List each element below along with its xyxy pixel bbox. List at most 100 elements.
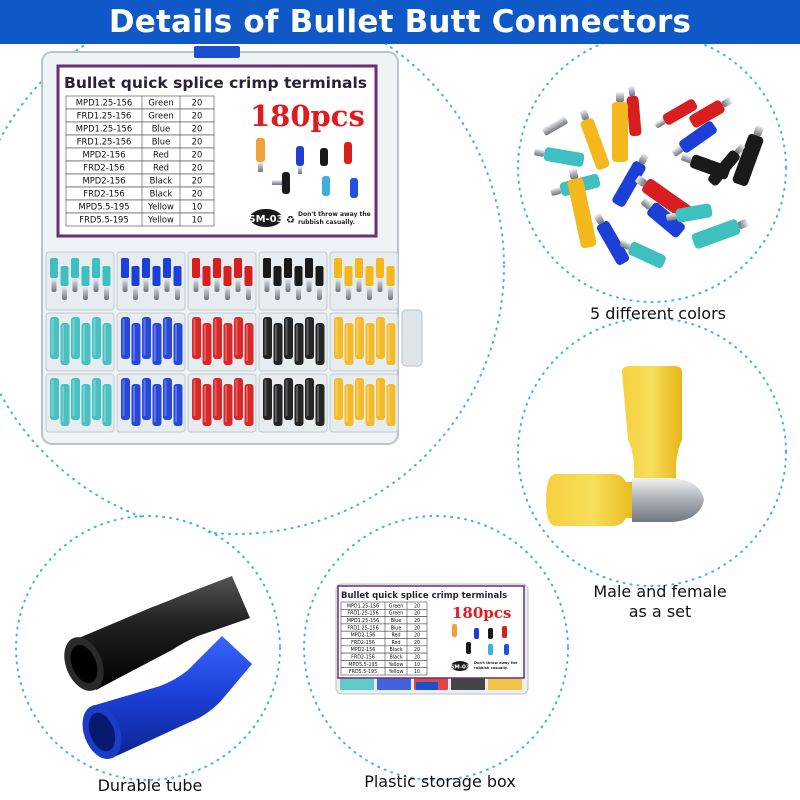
mini-model-badge: [451, 661, 469, 671]
set-circle-outline: [517, 317, 787, 587]
spec-table-cell-qty: 20: [192, 111, 203, 121]
mini-box-title: Bullet quick splice crimp terminals: [341, 591, 507, 601]
mini-note-line2: rubbish casually.: [474, 666, 508, 670]
compartment-teal: [45, 251, 115, 311]
spec-table-cell-color: Red: [153, 163, 169, 173]
mini-box-latch: [416, 682, 438, 690]
connector-yellow: [612, 92, 628, 162]
mini-spec-table-cell-model: FRD5.5-195: [349, 669, 377, 675]
decorative-dotted-circles: [0, 0, 787, 781]
compartment-black: [258, 251, 328, 311]
model-badge-text: SM-03: [248, 214, 283, 225]
mini-note-line1: Don't throw away the: [474, 661, 518, 665]
compartment-teal: [45, 312, 115, 372]
spec-table-cell-model: FRD1.25-156: [77, 111, 132, 121]
storage-box: Bullet quick splice crimp terminals MPD1…: [41, 46, 423, 445]
spec-table-cell-model: MPD5.5-195: [78, 202, 129, 212]
male-female-closeup: [520, 320, 784, 584]
mini-spec-table-cell-color: Red: [391, 633, 400, 639]
compartment-blue: [116, 373, 186, 433]
blue-tube: [82, 636, 252, 760]
spec-table-cell-qty: 20: [192, 124, 203, 134]
spec-table-cell-color: Blue: [152, 137, 171, 147]
mini-spec-table-cell-color: Black: [390, 647, 403, 653]
compartment-blue: [116, 251, 186, 311]
mini-spec-table-cell-qty: 20: [414, 655, 420, 661]
spec-table-cell-color: Black: [150, 189, 173, 199]
spec-table-row: FRD1.25-156 Blue 20: [65, 134, 215, 149]
label-connector-icons: [256, 138, 358, 198]
caption-male-female: Male and female as a set: [560, 582, 760, 622]
connector-blue: [612, 153, 649, 207]
tube-circle-outline: [15, 515, 281, 781]
mini-label-connector-icons: [452, 624, 509, 655]
mini-spec-table-cell-model: MPD1.25-156: [347, 603, 379, 609]
spec-table-row: FRD1.25-156 Green 20: [65, 108, 215, 123]
storage-box-closeup: Bullet quick splice crimp terminals MPD1…: [306, 518, 566, 778]
box-circle-outline: [303, 515, 569, 781]
mini-spec-table-cell-color: Red: [391, 640, 400, 646]
spec-table-cell-model: FRD1.25-156: [77, 137, 132, 147]
spec-table-cell-model: MPD2-156: [82, 176, 125, 186]
spec-table-cell-color: Red: [153, 150, 169, 160]
spec-table-cell-color: Green: [148, 111, 173, 121]
connector-blue: [641, 198, 685, 238]
colors-closeup: [520, 36, 784, 300]
box-count: 180pcs: [250, 99, 365, 133]
connector-red: [654, 99, 698, 128]
mini-spec-table-cell-model: FRD2-156: [351, 655, 375, 661]
spec-table-cell-model: MPD1.25-156: [76, 98, 132, 108]
spec-table-cell-qty: 20: [192, 176, 203, 186]
connector-black: [681, 154, 731, 180]
spec-table-cell-qty: 10: [192, 215, 203, 225]
main-circle-outline: [0, 0, 505, 535]
box-latch: [194, 46, 240, 58]
spec-table-cell-qty: 20: [192, 137, 203, 147]
compartment-teal: [45, 373, 115, 433]
spec-table-cell-color: Green: [148, 98, 173, 108]
mini-spec-table-cell-model: FRD2-156: [351, 640, 375, 646]
spec-table-cell-qty: 20: [192, 163, 203, 173]
caption-storage-box: Plastic storage box: [364, 772, 516, 791]
spec-table-cell-qty: 10: [192, 202, 203, 212]
connector-blue: [672, 121, 717, 157]
connector-black: [732, 125, 764, 187]
mini-spec-table-cell-color: Black: [390, 655, 403, 661]
mini-spec-table-cell-qty: 20: [414, 611, 420, 617]
connector-red: [689, 97, 733, 128]
mini-spec-table-cell-color: Blue: [391, 618, 402, 624]
black-tube: [64, 576, 250, 691]
spec-table-cell-qty: 20: [192, 189, 203, 199]
box-label-title: Bullet quick splice crimp terminals: [64, 74, 367, 92]
compartment-black: [258, 312, 328, 372]
mini-spec-table-cell-model: MPD5.5-195: [348, 662, 377, 668]
caption-durable-tube: Durable tube: [97, 776, 203, 795]
spec-table-cell-model: FRD5.5-195: [79, 215, 128, 225]
compartment-black: [258, 373, 328, 433]
compartment-yellow: [329, 251, 399, 311]
box-compartments: [45, 251, 399, 433]
connector-teal: [691, 219, 749, 249]
mini-spec-table-cell-model: FRD1.25-156: [347, 625, 378, 631]
box-note-line2: rubbish casually.: [298, 219, 355, 226]
mini-spec-table-cell-model: FRD1.25-156: [347, 611, 378, 617]
mini-spec-table-cell-model: MPD2-156: [351, 633, 376, 639]
spec-table-cell-color: Blue: [152, 124, 171, 134]
model-badge: SM-03: [248, 209, 284, 227]
mini-spec-table-cell-model: MPD1.25-156: [347, 618, 379, 624]
mini-spec-table-cell-qty: 20: [414, 625, 420, 631]
mini-spec-table-cell-color: Green: [389, 603, 404, 609]
mini-spec-table-cell-qty: 10: [414, 669, 420, 675]
